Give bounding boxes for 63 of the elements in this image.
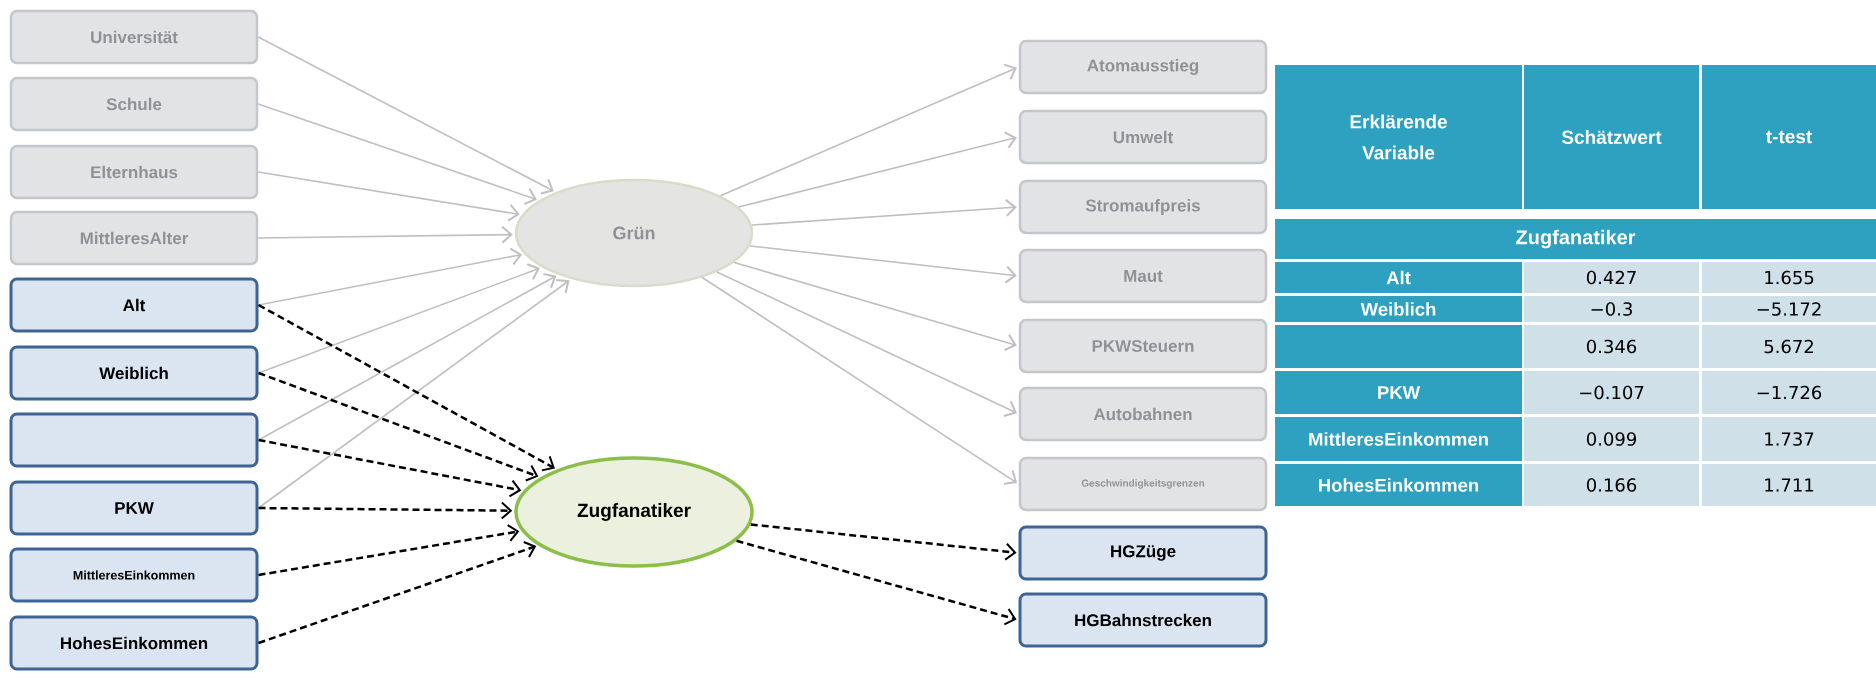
arrow	[258, 501, 513, 520]
variable-box: Elternhaus	[9, 144, 259, 200]
table-cell: −0.107	[1524, 371, 1699, 414]
arrow	[257, 303, 555, 472]
arrow	[750, 523, 1017, 561]
arrow	[257, 103, 537, 205]
arrow	[737, 131, 1017, 208]
table-cell: −1.726	[1702, 371, 1876, 414]
row-label-cell: PKW	[1275, 371, 1522, 414]
variable-box: PKW	[9, 480, 259, 536]
table-header-cell: Erklärende Variable	[1275, 65, 1522, 209]
arrow	[257, 272, 557, 441]
variable-box: Alt	[9, 277, 259, 333]
table-cell: 0.346	[1524, 325, 1699, 368]
variable-box: Stromaufpreis	[1018, 179, 1268, 235]
table-cell: 1.737	[1702, 417, 1876, 461]
variable-box: Geschwindigkeitsgrenzen	[1018, 456, 1268, 512]
table-cell: 0.166	[1524, 464, 1699, 506]
arrow	[257, 247, 523, 306]
table-cell: 1.711	[1702, 464, 1876, 506]
table-header-cell: Schätzwert	[1524, 65, 1699, 209]
arrow	[257, 36, 554, 195]
variable-box	[9, 412, 259, 468]
variable-box: MittleresAlter	[9, 210, 259, 266]
arrow	[258, 438, 522, 498]
variable-box: Maut	[1018, 248, 1268, 304]
arrow	[258, 541, 537, 645]
arrow	[257, 279, 570, 509]
variable-box: HGBahnstrecken	[1018, 592, 1268, 648]
table-cell: −0.3	[1524, 296, 1699, 322]
table-cell: 1.655	[1702, 262, 1876, 293]
table-group-row: Zugfanatiker	[1275, 219, 1876, 259]
arrow	[716, 271, 1017, 417]
arrow	[701, 276, 1018, 485]
arrow	[257, 225, 513, 244]
row-label-cell: Weiblich	[1275, 296, 1522, 322]
arrow	[257, 263, 540, 374]
arrow	[258, 371, 539, 482]
arrow	[257, 171, 520, 222]
variable-box: Atomausstieg	[1018, 39, 1268, 95]
variable-box: Universität	[9, 9, 259, 65]
variable-box: Schule	[9, 76, 259, 132]
variable-box: HGZüge	[1018, 525, 1268, 581]
arrow	[719, 63, 1017, 197]
table-header-cell: t-test	[1702, 65, 1876, 209]
row-label-cell: HohesEinkommen	[1275, 464, 1522, 506]
row-label-cell: MittleresEinkommen	[1275, 417, 1522, 461]
arrow	[258, 524, 520, 577]
variable-box: Umwelt	[1018, 109, 1268, 165]
arrow	[736, 539, 1017, 626]
table-cell: 0.099	[1524, 417, 1699, 461]
variable-box: Autobahnen	[1018, 386, 1268, 442]
variable-box: PKWSteuern	[1018, 318, 1268, 374]
table-cell: 0.427	[1524, 262, 1699, 293]
variable-box: HohesEinkommen	[9, 615, 259, 671]
row-label-cell: Alt	[1275, 262, 1522, 293]
variable-box: Weiblich	[9, 345, 259, 401]
arrow	[733, 261, 1017, 352]
variable-box: MittleresEinkommen	[9, 547, 259, 603]
table-cell: 5.672	[1702, 325, 1876, 368]
arrow	[749, 245, 1017, 284]
table-cell: −5.172	[1702, 296, 1876, 322]
arrow	[751, 198, 1017, 226]
